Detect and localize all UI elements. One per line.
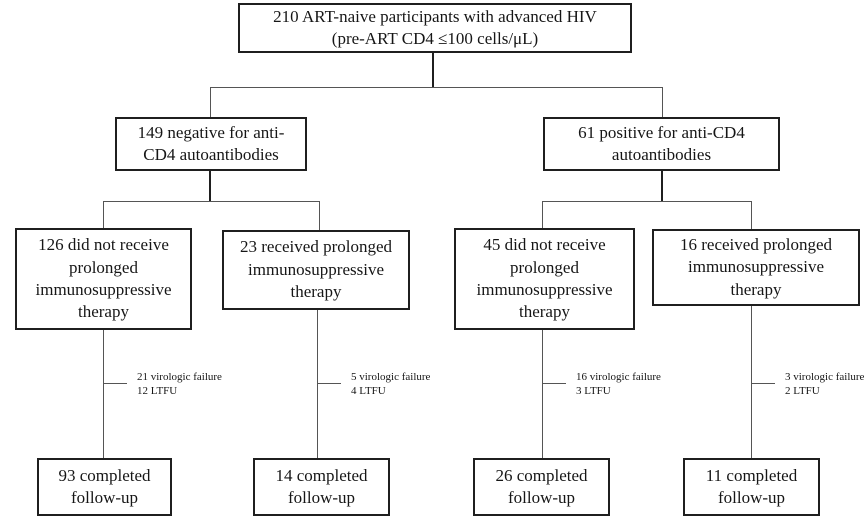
dropout-note-neg-ist: 5 virologic failure 4 LTFU (351, 371, 430, 398)
text-line: 3 LTFU (576, 384, 611, 397)
dropout-note-pos-ist: 3 virologic failure 2 LTFU (785, 371, 864, 398)
text-line: 45 did not receive (483, 235, 606, 255)
text-line: 14 completed (275, 465, 368, 485)
connector-pos-ist-down (751, 306, 752, 458)
connector-neg-ist-down (317, 310, 318, 458)
text-line: therapy (290, 282, 342, 302)
text-line: 21 virologic failure (137, 371, 222, 383)
connector-to-negative (210, 87, 211, 117)
box-neg-no-therapy: 126 did not receive prolonged immunosupp… (15, 228, 192, 330)
text-line: 16 virologic failure (576, 371, 661, 383)
text-line: (pre-ART CD4 ≤100 cells/μL) (331, 29, 539, 48)
connector-neg-no-ist-down (103, 330, 104, 458)
connector-to-pos-ist (751, 201, 752, 229)
text-line: 126 did not receive (38, 235, 169, 255)
connector-positive-stem (661, 171, 663, 201)
text-line: follow-up (70, 488, 139, 507)
tick-neg-ist (317, 383, 341, 384)
box-followup-neg-no-ist: 93 completed follow-up (37, 458, 172, 516)
tick-pos-ist (751, 383, 775, 384)
text-line: 5 virologic failure (351, 371, 431, 383)
text-line: 11 completed (705, 465, 798, 485)
dropout-note-neg-no-ist: 21 virologic failure 12 LTFU (137, 371, 222, 398)
text-line: 12 LTFU (137, 384, 178, 397)
connector-to-pos-no-ist (542, 201, 543, 228)
text-line: therapy (519, 302, 570, 322)
text-line: 26 completed (495, 465, 588, 485)
connector-negative-stem (209, 171, 211, 201)
text-line: 93 completed (58, 465, 151, 485)
box-followup-pos-ist: 11 completed follow-up (683, 458, 820, 516)
box-positive-autoantibodies: 61 positive for anti-CD4 autoantibodies (543, 117, 780, 171)
text-line: therapy (730, 279, 782, 299)
text-line: therapy (78, 302, 129, 322)
text-line: immunosuppressive (688, 257, 824, 277)
text-line: 149 negative for anti- (137, 122, 285, 142)
box-negative-autoantibodies: 149 negative for anti- CD4 autoantibodie… (115, 117, 307, 171)
text-line: 61 positive for anti-CD4 (578, 122, 745, 142)
connector-root-stem (432, 53, 434, 87)
text-line: 16 received prolonged (680, 234, 832, 254)
connector-level1-crossbar (210, 87, 663, 88)
dropout-note-pos-no-ist: 16 virologic failure 3 LTFU (576, 371, 661, 398)
text-line: follow-up (717, 488, 786, 507)
connector-to-neg-ist (319, 201, 320, 230)
text-line: 210 ART-naive participants with advanced… (273, 6, 597, 26)
box-pos-therapy: 16 received prolonged immunosuppressive … (652, 229, 860, 306)
connector-negative-crossbar (103, 201, 320, 202)
connector-to-neg-no-ist (103, 201, 104, 228)
text-line: immunosuppressive (476, 280, 613, 299)
text-line: CD4 autoantibodies (143, 145, 279, 164)
text-line: prolonged (510, 257, 579, 277)
box-followup-pos-no-ist: 26 completed follow-up (473, 458, 610, 516)
text-line: immunosuppressive (35, 280, 172, 299)
text-line: 23 received prolonged (240, 237, 392, 257)
tick-pos-no-ist (542, 383, 566, 384)
text-line: autoantibodies (611, 145, 712, 164)
connector-pos-no-ist-down (542, 330, 543, 458)
text-line: follow-up (507, 488, 576, 507)
box-neg-therapy: 23 received prolonged immunosuppressive … (222, 230, 410, 310)
connector-positive-crossbar (542, 201, 752, 202)
text-line: 3 virologic failure (785, 371, 864, 383)
box-pos-no-therapy: 45 did not receive prolonged immunosuppr… (454, 228, 635, 330)
connector-to-positive (662, 87, 663, 117)
tick-neg-no-ist (103, 383, 127, 384)
text-line: 2 LTFU (785, 384, 820, 397)
box-followup-neg-ist: 14 completed follow-up (253, 458, 390, 516)
text-line: 4 LTFU (351, 384, 386, 397)
text-line: follow-up (287, 488, 356, 507)
text-line: prolonged (69, 257, 138, 277)
box-total-participants: 210 ART-naive participants with advanced… (238, 3, 632, 53)
text-line: immunosuppressive (248, 259, 384, 279)
